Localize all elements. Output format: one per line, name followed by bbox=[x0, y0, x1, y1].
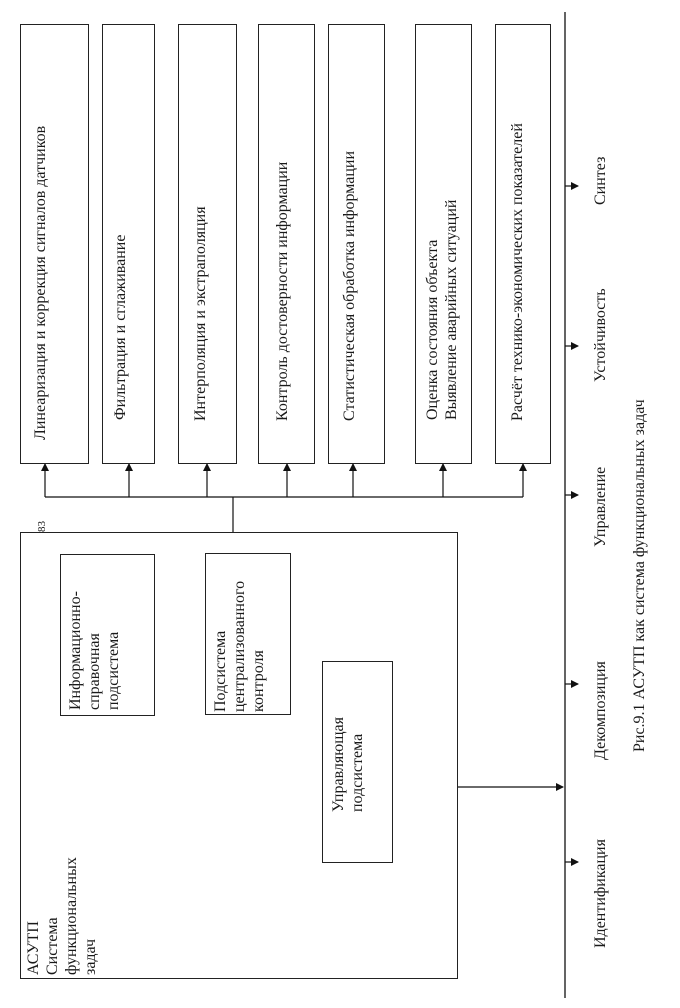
function-label-linearization: Линеаризация и коррекция сигналов датчик… bbox=[32, 125, 49, 440]
function-box-economics bbox=[495, 24, 551, 464]
info-reference-subsystem-box bbox=[60, 554, 155, 716]
function-box-reliability bbox=[258, 24, 315, 464]
function-box-statistics bbox=[328, 24, 385, 464]
figure-caption: Рис.9.1 АСУТП как система функциональных… bbox=[631, 399, 648, 752]
page-number: 83 bbox=[36, 521, 48, 532]
control-subsystem-box bbox=[322, 661, 393, 863]
stage-label-stability: Устойчивость bbox=[592, 288, 609, 382]
asutp-box-label: АСУТП Система функциональных задач bbox=[25, 857, 99, 975]
function-label-interpolation: Интерполяция и экстраполяция bbox=[192, 206, 209, 421]
control-subsystem-label: Управляющая подсистема bbox=[330, 716, 366, 812]
central-control-subsystem-box bbox=[205, 553, 291, 715]
function-box-object-state bbox=[415, 24, 472, 464]
central-control-subsystem-label: Подсистема централизованного контроля bbox=[212, 580, 267, 712]
info-reference-subsystem-label: Информационно- справочная подсистема bbox=[67, 591, 122, 710]
stage-label-control: Управление bbox=[592, 466, 609, 547]
stage-label-decomposition: Декомпозиция bbox=[592, 661, 609, 760]
function-box-linearization bbox=[20, 24, 89, 464]
function-label-reliability: Контроль достоверности информации bbox=[274, 161, 291, 421]
function-box-interpolation bbox=[178, 24, 237, 464]
function-label-object-state: Оценка состояния объекта Выявление авари… bbox=[424, 199, 460, 420]
function-label-filtering: Фильтрация и сглаживание bbox=[112, 234, 129, 420]
stage-label-identification: Идентификация bbox=[592, 839, 609, 948]
function-label-statistics: Статистическая обработка информации bbox=[341, 150, 358, 421]
stage-label-synthesis: Синтез bbox=[592, 156, 609, 205]
function-label-economics: Расчёт технико-экономических показателей bbox=[509, 123, 526, 421]
function-box-filtering bbox=[102, 24, 155, 464]
